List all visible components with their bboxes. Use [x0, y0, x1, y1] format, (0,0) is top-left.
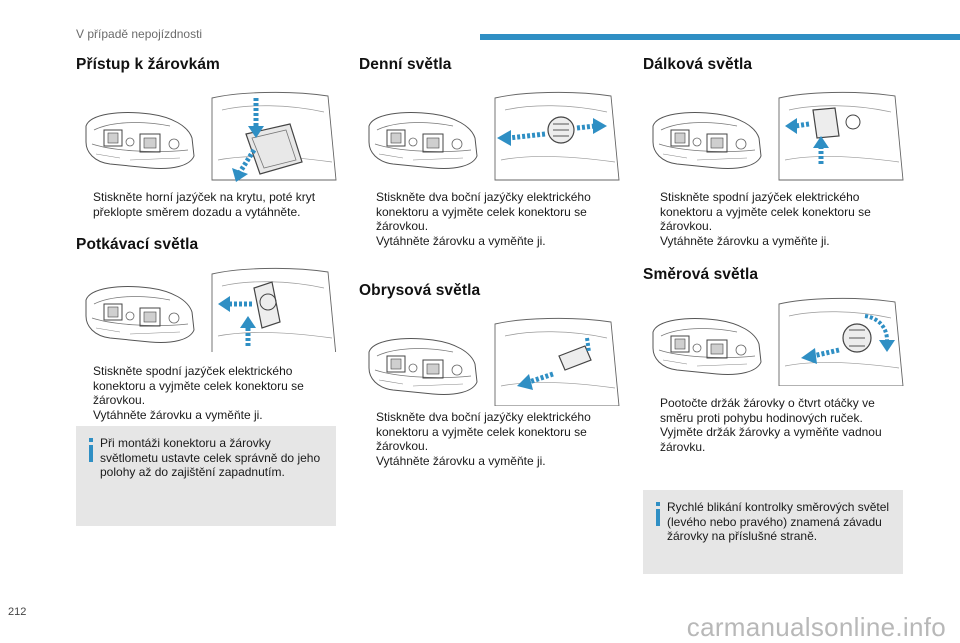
section-title-access: Přístup k žárovkám: [76, 56, 220, 73]
illustration-sidelight: [368, 317, 620, 406]
info-icon: [89, 438, 93, 462]
section-title-dipped: Potkávací světla: [76, 236, 199, 253]
section-title-main-beam: Dálková světla: [643, 56, 753, 73]
bullet-item: Vyjměte držák žárovky a vyměňte vadnou ž…: [660, 425, 882, 454]
watermark: carmanualsonline.info: [686, 612, 946, 642]
bullet-item: Stiskněte spodní jazýček elektrického ko…: [660, 190, 871, 234]
info-note-dipped: Při montáži konektoru a žárovky světlome…: [76, 426, 336, 526]
bullet-item: Stiskněte dva boční jazýčky elektrického…: [376, 190, 591, 234]
bullet-list-indicators: Pootočte držák žárovky o čtvrt otáčky ve…: [643, 396, 903, 454]
section-title-daytime: Denní světla: [359, 56, 452, 73]
bullet-list-access: Stiskněte horní jazýček na krytu, poté k…: [76, 190, 336, 219]
bullet-item: Vytáhněte žárovku a vyměňte ji.: [93, 407, 263, 422]
illustration-indicator: [652, 297, 904, 386]
bullet-list-daytime: Stiskněte dva boční jazýčky elektrického…: [359, 190, 619, 248]
bullet-item: Stiskněte dva boční jazýčky elektrického…: [376, 410, 591, 454]
illustration-headlamp-cover: [85, 91, 337, 182]
chapter-header: V případě nepojízdnosti: [76, 27, 203, 41]
info-note-indicators: Rychlé blikání kontrolky směrových světe…: [643, 490, 903, 574]
section-title-sidelights: Obrysová světla: [359, 282, 481, 299]
page-number: 212: [8, 606, 27, 618]
bullet-item: Vytáhněte žárovku a vyměňte ji.: [660, 233, 830, 248]
bullet-item: Stiskněte spodní jazýček elektrického ko…: [93, 364, 304, 408]
header-accent-bar: [480, 34, 960, 40]
info-icon: [656, 502, 660, 526]
bullet-item: Pootočte držák žárovky o čtvrt otáčky ve…: [660, 396, 875, 425]
bullet-item: Vytáhněte žárovku a vyměňte ji.: [376, 453, 546, 468]
note-text: Rychlé blikání kontrolky směrových světe…: [667, 500, 890, 544]
bullet-list-main-beam: Stiskněte spodní jazýček elektrického ko…: [643, 190, 903, 248]
bullet-item: Stiskněte horní jazýček na krytu, poté k…: [93, 190, 316, 219]
illustration-main-beam: [652, 91, 904, 181]
bullet-list-sidelights: Stiskněte dva boční jazýčky elektrického…: [359, 410, 619, 468]
illustration-dipped-beam: [85, 267, 337, 352]
bullet-item: Vytáhněte žárovku a vyměňte ji.: [376, 233, 546, 248]
note-text: Při montáži konektoru a žárovky světlome…: [100, 436, 321, 480]
section-title-indicators: Směrová světla: [643, 266, 759, 283]
bullet-list-dipped: Stiskněte spodní jazýček elektrického ko…: [76, 364, 336, 422]
illustration-daytime-light: [368, 91, 620, 181]
